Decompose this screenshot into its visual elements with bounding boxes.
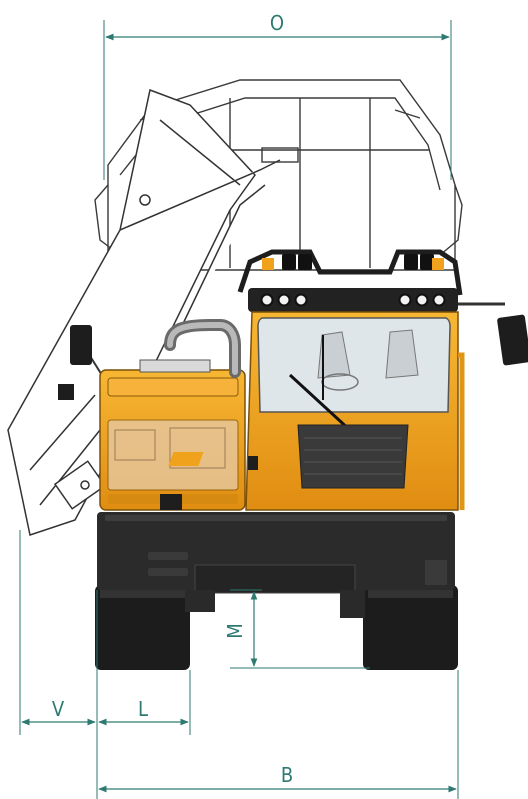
- dimension-lines: [19, 20, 459, 799]
- operator-cab: [168, 249, 465, 511]
- right-mirror: [458, 302, 528, 366]
- left-body-module: [99, 319, 246, 511]
- left-track: [95, 585, 190, 670]
- dimension-label-B: B: [281, 763, 293, 787]
- dimension-B: B: [98, 763, 457, 793]
- dimension-O: O: [105, 11, 450, 41]
- dimension-M: M: [223, 591, 258, 667]
- dimension-label-M: M: [223, 623, 247, 639]
- undercarriage-frame: [97, 512, 455, 618]
- dimension-L: L: [98, 697, 189, 726]
- dimension-V: V: [21, 697, 96, 726]
- right-track: [363, 585, 458, 670]
- crane-boom: [7, 88, 281, 536]
- dimension-label-V: V: [52, 697, 65, 721]
- dimension-label-L: L: [138, 697, 148, 721]
- dimension-label-O: O: [270, 11, 284, 35]
